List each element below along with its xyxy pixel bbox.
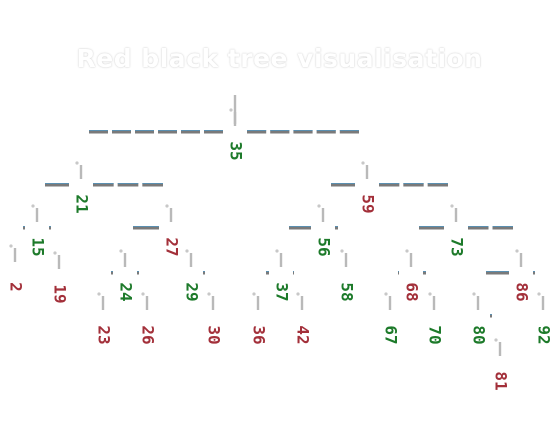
node-30: 30 [205,325,224,344]
connector-dot-73 [450,204,454,208]
node-15: 15 [29,237,48,256]
node-24: 24 [117,282,136,301]
node-81: 81 [492,371,511,390]
edge-68-67 [398,271,399,275]
connector-dot-29 [185,249,189,253]
node-19: 19 [51,284,70,303]
connector-dot-80 [472,292,476,296]
edge-80-81 [490,314,492,318]
edge-21-15 [45,183,69,187]
node-68: 68 [403,282,422,301]
edge-73-68 [419,226,444,230]
edge-68-70 [423,271,426,275]
node-37: 37 [273,282,292,301]
node-58: 58 [338,282,357,301]
diagram-title: Red black tree visualisation [76,44,483,73]
connector-dot-19 [53,251,57,255]
connector-dot-26 [141,292,145,296]
connector-dot-67 [384,292,388,296]
connector-dot-59 [361,161,365,165]
connector-dot-68 [405,249,409,253]
connector-dot-23 [97,292,101,296]
connector-dot-81 [494,338,498,342]
connector-dot-36 [252,292,256,296]
node-35: 35 [227,141,246,160]
node-92: 92 [535,325,554,344]
node-2: 2 [7,282,26,292]
connector-dot-21 [75,161,79,165]
edge-15-19 [49,226,51,230]
edge-56-37 [289,226,311,230]
connector-dot-70 [428,292,432,296]
node-56: 56 [315,237,334,256]
node-29: 29 [183,282,202,301]
edge-86-92 [533,271,535,275]
connector-dot-15 [31,204,35,208]
edge-35-21 [89,130,223,134]
node-36: 36 [250,325,269,344]
connector-dot-92 [537,292,541,296]
node-23: 23 [95,325,114,344]
connector-dot-27 [165,204,169,208]
edge-35-59 [247,130,359,134]
node-26: 26 [139,325,158,344]
connector-dot-42 [296,292,300,296]
edge-24-23 [111,271,113,275]
connector-dot-35 [229,108,233,112]
edge-21-27 [93,183,163,187]
node-27: 27 [163,237,182,256]
node-70: 70 [426,325,445,344]
node-42: 42 [294,325,313,344]
edge-37-42 [293,271,294,275]
node-21: 21 [73,194,92,213]
edge-86-80 [486,271,509,275]
edge-56-58 [335,226,338,230]
connector-dot-24 [119,249,123,253]
connector-dot-56 [317,204,321,208]
node-59: 59 [359,194,378,213]
connector-dot-37 [275,249,279,253]
edge-59-73 [379,183,448,187]
edge-37-36 [266,271,269,275]
edge-73-86 [468,226,513,230]
edge-59-56 [331,183,355,187]
edge-27-24 [133,226,159,230]
node-67: 67 [382,325,401,344]
connector-dot-30 [207,292,211,296]
node-73: 73 [448,237,467,256]
edge-15-2 [23,226,25,230]
edge-29-30 [203,271,205,275]
connector-dot-58 [340,249,344,253]
connector-dot-86 [515,249,519,253]
node-80: 80 [470,325,489,344]
edge-24-26 [137,271,139,275]
node-86: 86 [513,282,532,301]
connector-dot-2 [9,244,13,248]
